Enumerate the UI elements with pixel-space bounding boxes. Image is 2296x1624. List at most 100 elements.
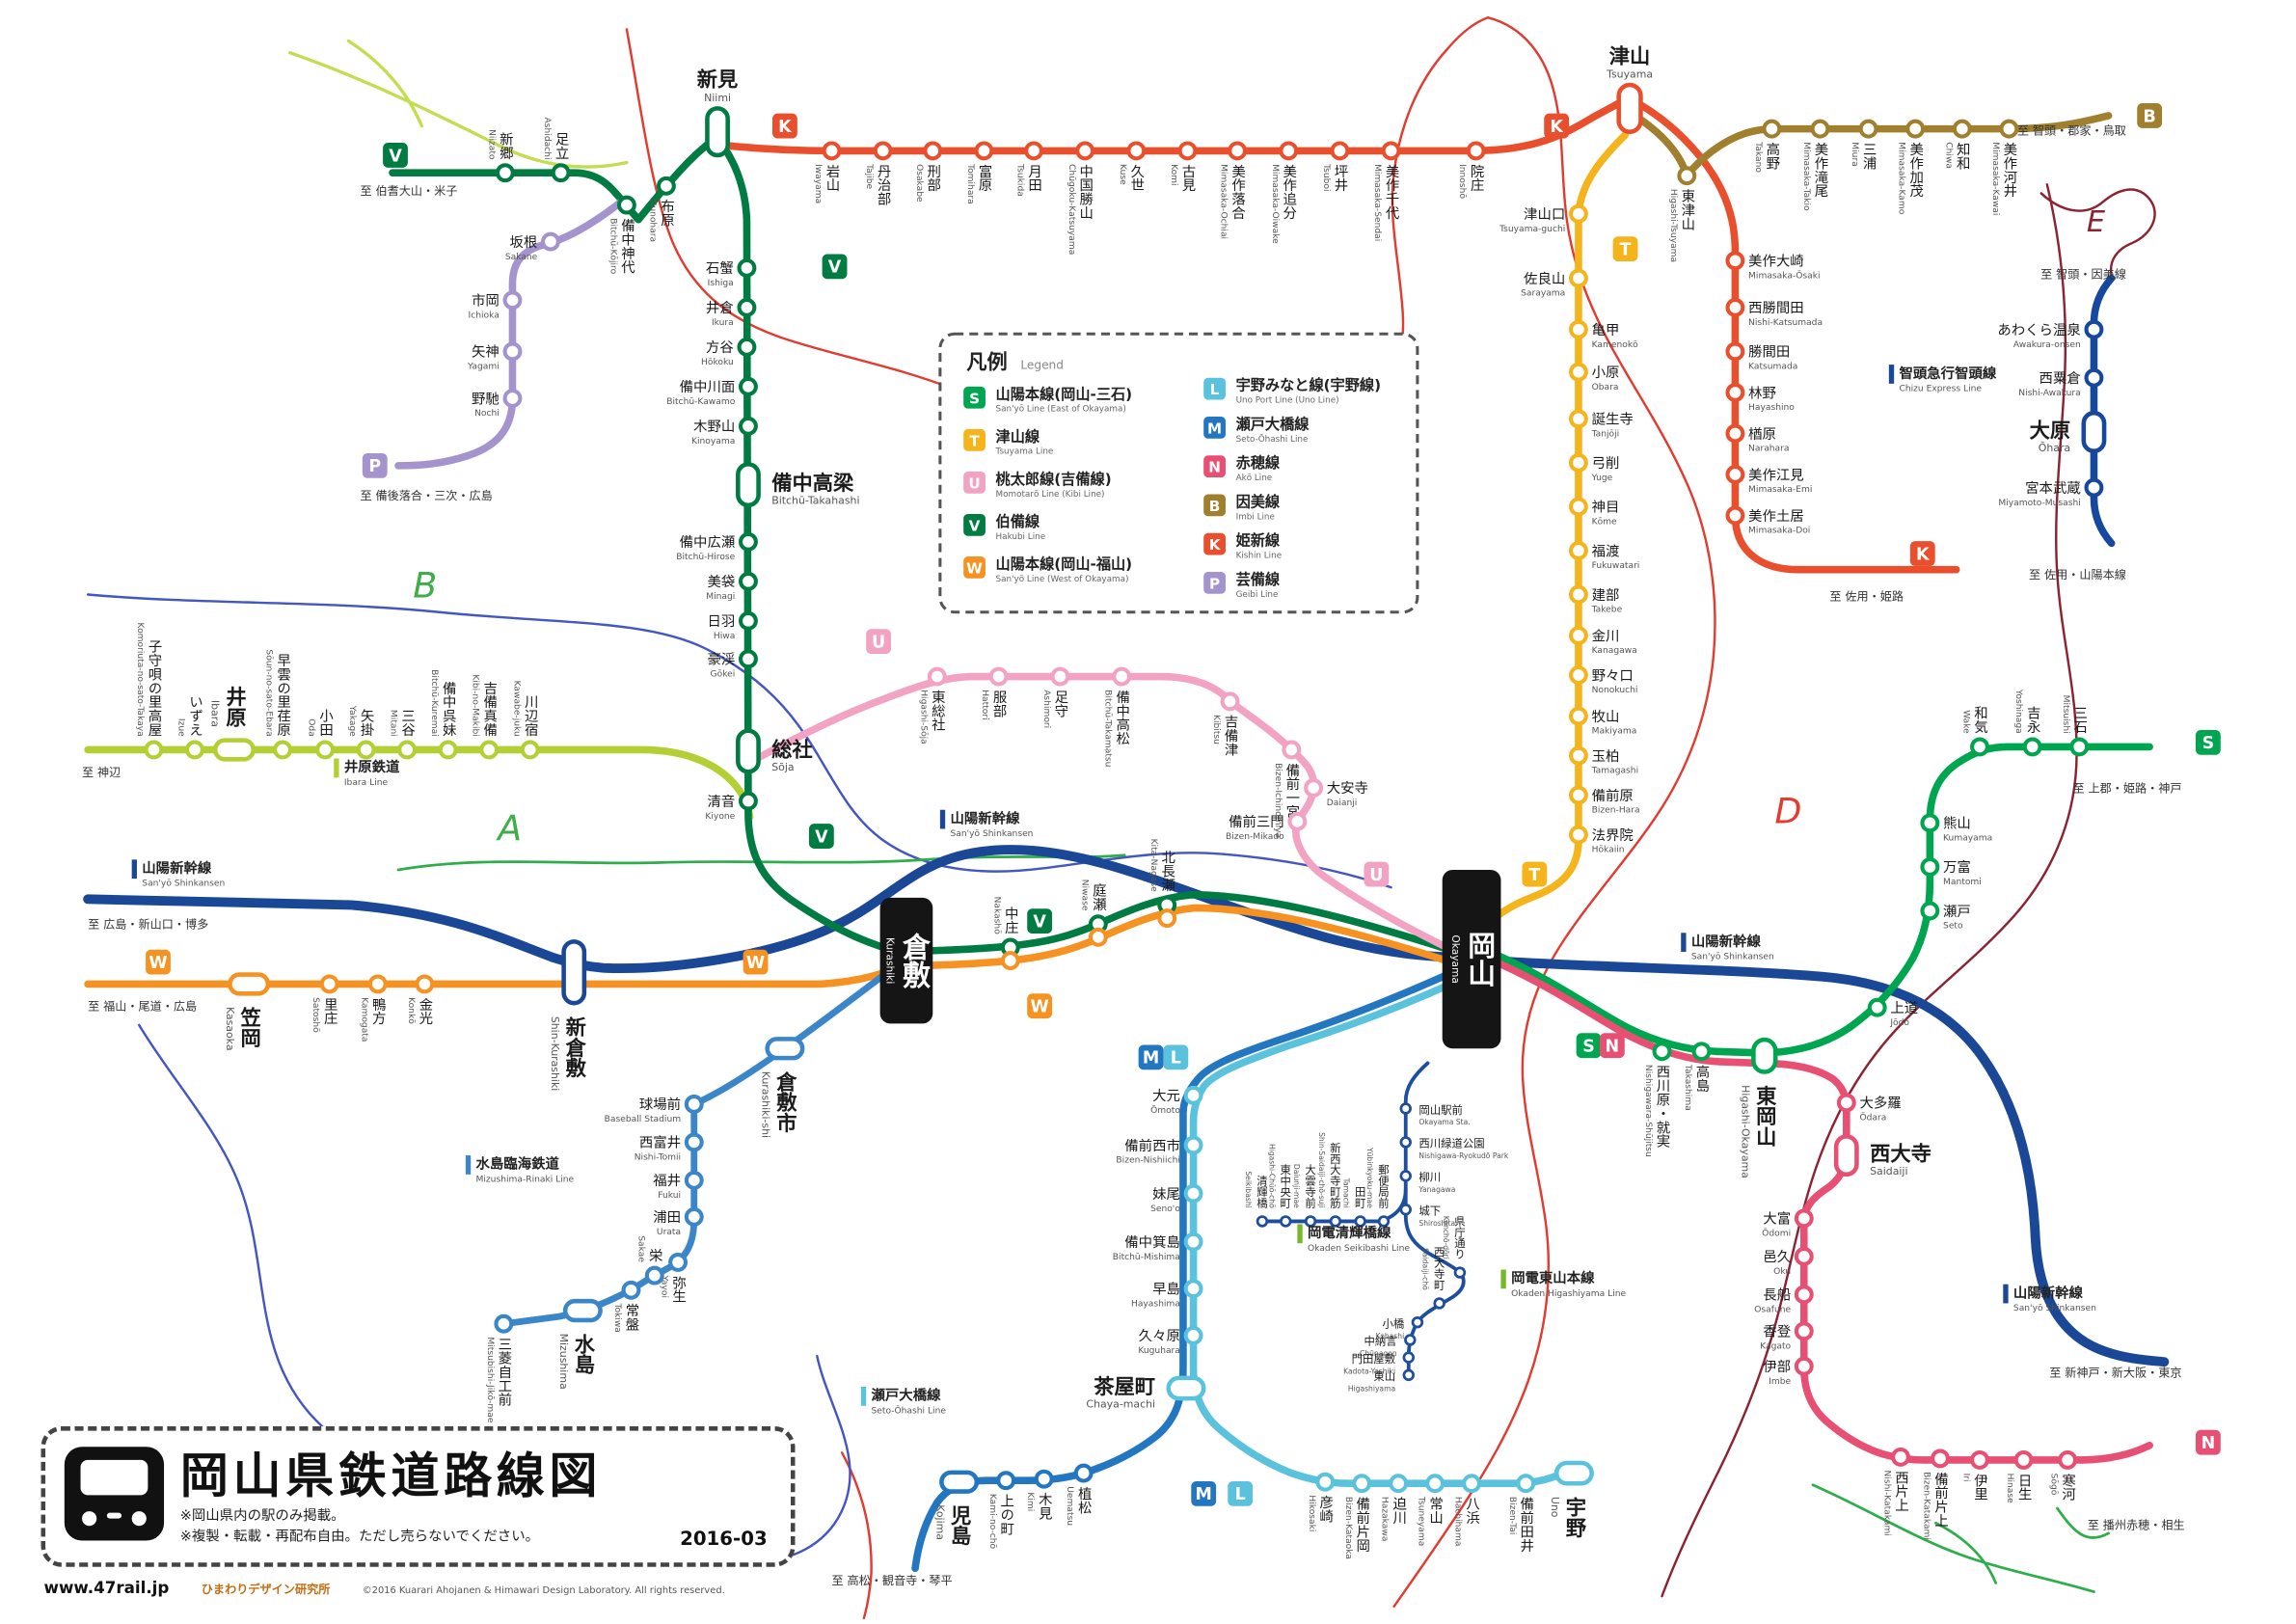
station-label: 足守 (1052, 690, 1067, 718)
station-label: 玉柏 (1592, 748, 1620, 765)
legend-line-name: 赤穂線 (1236, 454, 1281, 472)
station-Kasaoka (228, 972, 271, 996)
station-romaji: Hattori (980, 690, 989, 719)
line-letter-badge-W (146, 949, 171, 975)
station-label: 市岡 (472, 293, 500, 310)
station-label: 迫川 (1391, 1497, 1406, 1525)
station-Gōkei (739, 649, 758, 669)
line-letter: S (2202, 734, 2215, 753)
station-Osakabe (923, 141, 943, 161)
station-romaji: Awakura-onsen (2013, 340, 2081, 350)
line-letter: V (1033, 913, 1046, 933)
station-Higashi-Tsuyama (1677, 166, 1697, 186)
legend-heading-en: Legend (1020, 359, 1064, 372)
station-label: 備前原 (1592, 788, 1634, 804)
station-label: 中国勝山 (1077, 164, 1093, 220)
station-Mitsubishi-Jikō-mae (494, 1313, 514, 1334)
station-Hazakawa (1389, 1474, 1409, 1494)
station-label: 大原 (2030, 419, 2071, 443)
station-label: 小橋 (1382, 1317, 1404, 1331)
destination-label: 至 神辺 (82, 766, 121, 779)
station-Chūnagon (1404, 1334, 1417, 1346)
station-romaji: Shin-Kurashiki (549, 1016, 561, 1091)
line-letter-badge-N (1599, 1033, 1625, 1059)
station-Bitchū-Kawamo (739, 376, 758, 396)
station-label: 城下 (1418, 1204, 1441, 1218)
station-label: 大雲寺前 (1304, 1163, 1317, 1208)
station-Izue (185, 740, 204, 760)
station-Nunohara (656, 176, 676, 196)
boundary-decoration-line (2039, 188, 2156, 277)
legend-badge-B (1203, 494, 1226, 517)
station-label: 早雲の里荏原 (275, 653, 290, 737)
station-romaji: Nishi-Tomii (635, 1153, 681, 1163)
station-label: 高野 (1764, 142, 1779, 170)
legend-line-name-en: Imbi Line (1236, 512, 1275, 522)
station-Okayama Sta. (1399, 1102, 1412, 1115)
station-label: 倉敷市 (772, 1069, 797, 1133)
station-label: 備前一宮 (1283, 763, 1299, 819)
station-Bizen-Katakami (1931, 1448, 1950, 1469)
station-label: 万富 (1943, 858, 1971, 876)
station-Kōme (1568, 497, 1588, 517)
station-romaji: Bitchū-Kawamo (666, 397, 735, 407)
station-label: 林野 (1748, 385, 1776, 401)
station-Bitchū-Takahashi (736, 462, 761, 508)
station-Bizen-Tai (1516, 1474, 1536, 1494)
station-romaji: Tanjōji (1591, 430, 1620, 440)
station-romaji: Sarayama (1521, 289, 1565, 299)
line-letter: M (1196, 1485, 1212, 1504)
station-label: 門田屋敷 (1352, 1352, 1396, 1366)
station-romaji: Katsumada (1748, 363, 1797, 372)
station-Mitsuishi (2069, 737, 2090, 757)
station-romaji: Izue (176, 718, 186, 737)
station-romaji: Komi (1169, 164, 1178, 186)
legend-badge-U (963, 471, 986, 494)
station-romaji: Kibi-no-Makibi (471, 674, 480, 736)
line-tag-romaji: Okaden Higashiyama Line (1511, 1289, 1626, 1299)
station-label: 方谷 (706, 339, 734, 356)
terminal-station-romaji: Kurashiki (884, 937, 897, 984)
station-label: 金光 (417, 997, 432, 1026)
station-romaji: Niwase (1079, 880, 1089, 911)
station-Konkō (415, 974, 435, 994)
destination-label: 至 播州赤穂・相生 (2088, 1518, 2185, 1531)
station-Kurashiki-shi (765, 1037, 805, 1061)
station-label: 備前三門 (1229, 814, 1284, 830)
station-romaji: Innoshō (1457, 164, 1467, 199)
station-Chiwa (1952, 119, 1972, 139)
station-Niizato (495, 163, 515, 183)
station-Yayoi (668, 1252, 689, 1272)
station-label: 東総社 (930, 690, 945, 732)
station-romaji: Iri (1961, 1474, 1971, 1482)
station-romaji: Narahara (1748, 445, 1789, 454)
line-tag-tick (939, 809, 946, 829)
station-romaji: Nishi-Katsumada (1748, 318, 1823, 328)
station-romaji: Kuse (1118, 164, 1127, 185)
station-romaji: Kurashiki-shi (760, 1071, 772, 1138)
line-letter-badge-B (2137, 103, 2163, 128)
station-Tomihara (974, 141, 994, 161)
station-Tsuyama (1616, 82, 1643, 134)
station-Komi (1177, 141, 1198, 161)
station-label: 院庄 (1469, 164, 1484, 192)
legend-line-name: 瀬戸大橋線 (1236, 416, 1310, 433)
destination-label: 至 福山・尾道・広島 (88, 999, 197, 1014)
station-Seikibashi (1256, 1215, 1269, 1228)
map-date: 2016-03 (680, 1529, 768, 1552)
station-romaji: Takano (1753, 141, 1763, 173)
station-label: 新見 (697, 68, 739, 93)
line-tag-name: 山陽新幹線 (1691, 933, 1762, 950)
station-Mimasaka-Sendai (1381, 141, 1401, 161)
station-Hikosaki (1315, 1472, 1336, 1492)
station-Hachihama (1462, 1474, 1482, 1494)
station-Ikura (737, 297, 757, 317)
station-romaji: Kōme (1592, 518, 1617, 528)
station-romaji: Bitchū-Takamatsu (1103, 690, 1113, 767)
terminal-station-Kurashiki (879, 897, 933, 1024)
station-label: 上の町 (998, 1494, 1013, 1536)
station-Fukui (684, 1170, 704, 1190)
station-romaji: Oda (307, 718, 316, 737)
station-Nishi-Awakura (2084, 367, 2104, 388)
station-label: 誕生寺 (1592, 412, 1634, 428)
